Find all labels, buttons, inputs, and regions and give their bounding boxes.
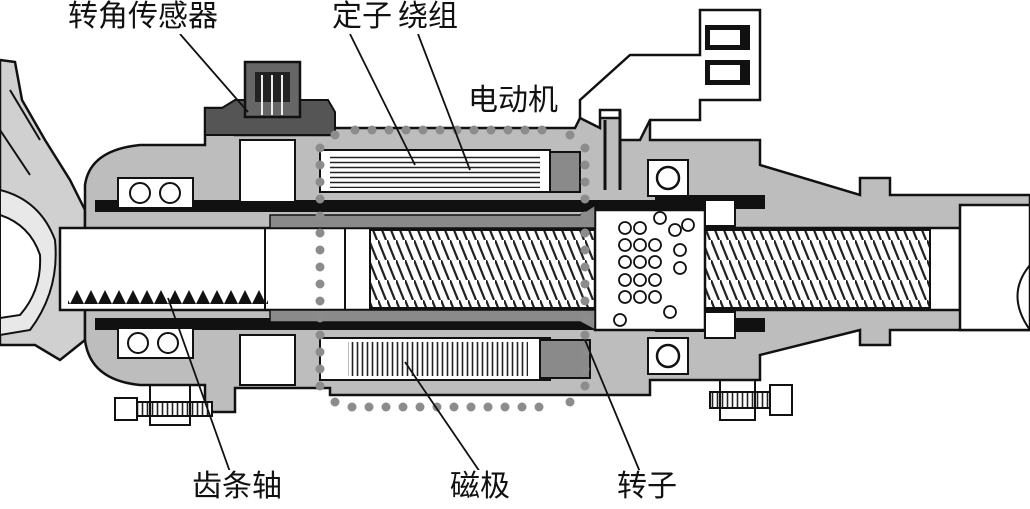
motor-connector [578, 8, 762, 190]
motor-outline-dot [534, 402, 544, 412]
motor-label: 电动机 [468, 83, 558, 118]
motor-outline-dot [503, 125, 513, 135]
motor-outline-dot [418, 125, 428, 135]
motor-outline-dot [398, 402, 408, 412]
motor-outline-dot [315, 177, 325, 187]
motor-outline-dot [315, 211, 325, 221]
motor-outline-dot [315, 143, 325, 153]
motor-outline-dot [565, 397, 575, 407]
pinion-housing [0, 58, 87, 362]
motor-outline-dot [580, 279, 590, 289]
leader-lines [167, 33, 641, 473]
motor-outline-dot [350, 125, 360, 135]
motor-outline-dot [381, 402, 391, 412]
magnetic-pole-lower [319, 337, 591, 381]
rotor-sleeve [269, 203, 596, 332]
motor-outline-dot [347, 402, 357, 412]
motor-outline-dot [364, 402, 374, 412]
motor-outline-dot [315, 194, 325, 204]
ball-nut [593, 208, 707, 332]
motor-outline-dot [315, 279, 325, 289]
motor-outline-dot [520, 125, 530, 135]
motor-outline-dot [580, 330, 590, 340]
motor-outline-dot [580, 228, 590, 238]
motor-outline-dot [469, 125, 479, 135]
stator-winding-upper [319, 149, 581, 193]
motor-outline-dot [330, 130, 340, 140]
motor-outline-dot [315, 330, 325, 340]
motor-outline-dot [580, 143, 590, 153]
motor-outline-dot [315, 364, 325, 374]
motor-outline-dot [466, 402, 476, 412]
motor-outline-dot [449, 402, 459, 412]
rack-teeth [68, 288, 268, 304]
motor-outline-dot [517, 402, 527, 412]
rotor-label: 转子 [615, 469, 679, 504]
motor-outline-dot [315, 381, 325, 391]
motor-outline-dot [315, 245, 325, 255]
angle-sensor [204, 60, 336, 386]
motor-outline-dot [330, 397, 340, 407]
rack-shaft-label: 齿条轴 [190, 469, 284, 504]
motor-outline-dot [580, 313, 590, 323]
leader-winding [417, 33, 471, 171]
leader-magnetic-pole [404, 361, 481, 473]
motor-outline-dot [565, 130, 575, 140]
leader-rack-shaft [167, 297, 231, 473]
magnetic-pole-label: 磁极 [448, 469, 512, 504]
motor-outline-dot [315, 313, 325, 323]
leader-rotor [584, 339, 641, 473]
motor-outline-dot [580, 364, 590, 374]
motor-outline-dot [435, 125, 445, 135]
leader-angle-sensor [179, 33, 249, 113]
motor-outline-dot [315, 228, 325, 238]
motor-outline-dot [500, 402, 510, 412]
motor-outline-dot [315, 160, 325, 170]
right-bearings [647, 159, 736, 375]
motor-outline-dot [367, 125, 377, 135]
angle-sensor-label: 转角传感器 [66, 0, 220, 34]
winding-label: 绕组 [396, 0, 460, 34]
motor-outline-dot [580, 262, 590, 272]
motor-outline-dot [580, 194, 590, 204]
motor-outline-dot [315, 262, 325, 272]
motor-outline-dot [315, 347, 325, 357]
motor-outline-dot [384, 125, 394, 135]
motor-outline-dot [486, 125, 496, 135]
motor-outline-dot [483, 402, 493, 412]
motor-outline-dot [401, 125, 411, 135]
motor-outline-dot [415, 402, 425, 412]
motor-outline-dot [537, 125, 547, 135]
motor-outline-dot [580, 296, 590, 306]
motor-outline-dot [580, 347, 590, 357]
mounting-bolts [114, 379, 793, 426]
motor-outline-dot [580, 245, 590, 255]
motor-dotted-outline [315, 125, 590, 412]
motor-outline-dot [580, 177, 590, 187]
leader-stator [349, 33, 416, 166]
motor-outline-dot [315, 296, 325, 306]
motor-outline-dot [580, 160, 590, 170]
motor-outline-dot [580, 211, 590, 221]
motor-outline-dot [580, 381, 590, 391]
stator-label: 定子 [330, 0, 394, 34]
